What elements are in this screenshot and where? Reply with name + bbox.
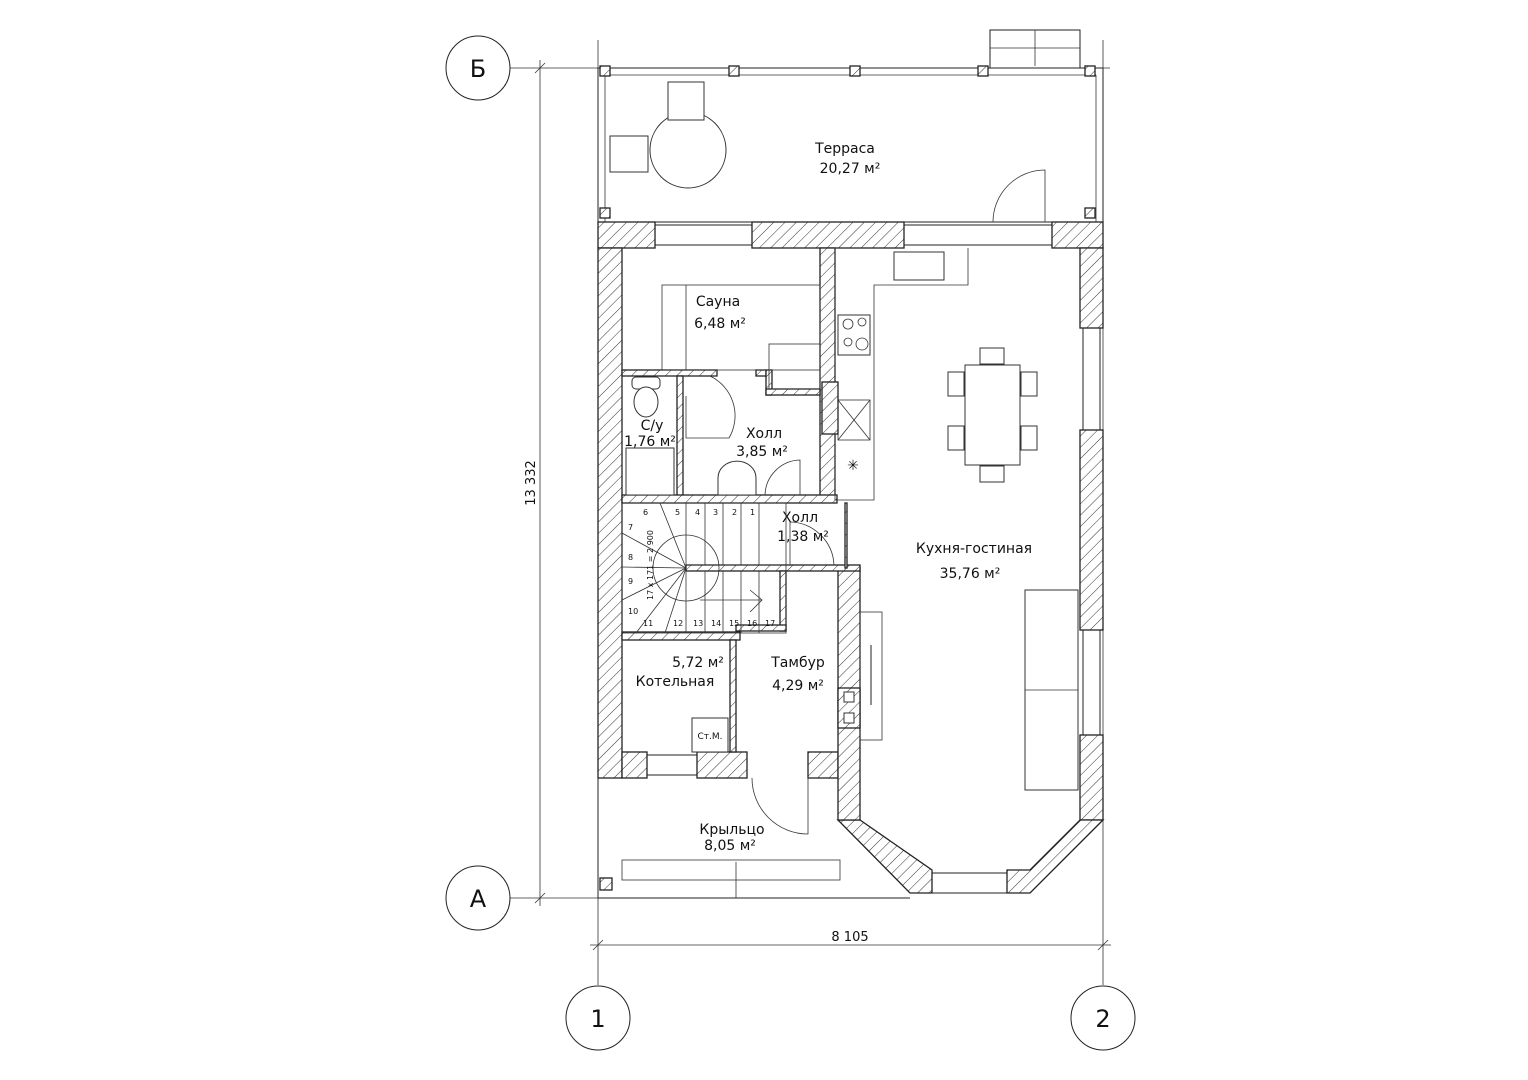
axis-marker-bottom: А (445, 865, 511, 931)
room-name: Холл (782, 510, 818, 526)
sofa (1024, 589, 1079, 791)
svg-text:17: 17 (765, 619, 775, 628)
room-area: 20,27 м² (820, 161, 881, 177)
dimension-height: 13 332 (524, 60, 546, 906)
sink-icon (717, 460, 757, 496)
staircase (621, 502, 787, 634)
room-area: 4,29 м² (772, 678, 824, 694)
dining-table (947, 347, 1038, 483)
porch (597, 777, 910, 899)
svg-text:11: 11 (643, 619, 653, 628)
svg-text:13: 13 (693, 619, 703, 628)
axis-marker-left: 1 (565, 985, 631, 1051)
door-swing (685, 375, 736, 439)
svg-text:6: 6 (643, 508, 648, 517)
round-table (649, 111, 727, 189)
room-area: 6,48 м² (694, 316, 746, 332)
svg-text:2: 2 (732, 508, 737, 517)
svg-text:1: 1 (750, 508, 755, 517)
svg-text:9: 9 (628, 577, 633, 586)
svg-text:5: 5 (675, 508, 680, 517)
dimension-width: 8 105 (590, 930, 1111, 951)
room-name: Крыльцо (699, 822, 764, 838)
terrace (597, 29, 1104, 223)
sauna-benches (661, 284, 821, 390)
room-area: 8,05 м² (704, 838, 756, 854)
svg-text:8 105: 8 105 (831, 930, 868, 945)
room-name: Кухня-гостиная (916, 541, 1032, 557)
kitchen-sink-icon (893, 251, 945, 281)
room-area: 35,76 м² (940, 566, 1001, 582)
room-name: Котельная (636, 674, 715, 690)
svg-text:А: А (470, 885, 487, 913)
svg-text:14: 14 (711, 619, 721, 628)
stair-label: 17 x 171 = 2 900 (646, 530, 655, 600)
svg-text:8: 8 (628, 553, 633, 562)
room-area: 3,85 м² (736, 444, 788, 460)
stair-step-numbers: 1 2 3 4 5 6 7 8 9 10 11 12 13 14 15 16 1… (628, 508, 775, 628)
washing-machine-label: Ст.М. (697, 732, 722, 742)
washing-machine (691, 717, 729, 753)
room-name: Терраса (814, 141, 875, 157)
svg-text:7: 7 (628, 523, 633, 532)
svg-text:1: 1 (590, 1005, 605, 1033)
svg-text:10: 10 (628, 607, 638, 616)
axis-marker-top: Б (445, 35, 511, 101)
svg-text:13 332: 13 332 (524, 460, 539, 506)
room-area: 5,72 м² (672, 655, 724, 671)
door-swing (789, 521, 835, 566)
chair (609, 135, 649, 173)
svg-text:Б: Б (470, 55, 486, 83)
room-area: 1,76 м² (624, 434, 676, 450)
svg-text:16: 16 (747, 619, 757, 628)
svg-text:4: 4 (695, 508, 700, 517)
vent-icon: ✳ (847, 458, 859, 474)
svg-text:15: 15 (729, 619, 739, 628)
vestibule-fixtures (837, 611, 883, 741)
room-name: Сауна (696, 294, 740, 310)
room-name: С/у (641, 418, 664, 434)
room-name: Холл (746, 426, 782, 442)
kitchen-counter: ✳ (821, 248, 969, 501)
svg-text:12: 12 (673, 619, 683, 628)
svg-text:3: 3 (713, 508, 718, 517)
shower-tray (625, 447, 675, 496)
axis-marker-right: 2 (1070, 985, 1136, 1051)
chair (667, 81, 705, 121)
room-area: 1,38 м² (777, 529, 829, 545)
exterior-walls (597, 221, 1105, 894)
room-name: Тамбур (770, 655, 825, 671)
svg-text:2: 2 (1095, 1005, 1110, 1033)
door-swing (764, 459, 801, 496)
toilet-icon (631, 376, 661, 418)
